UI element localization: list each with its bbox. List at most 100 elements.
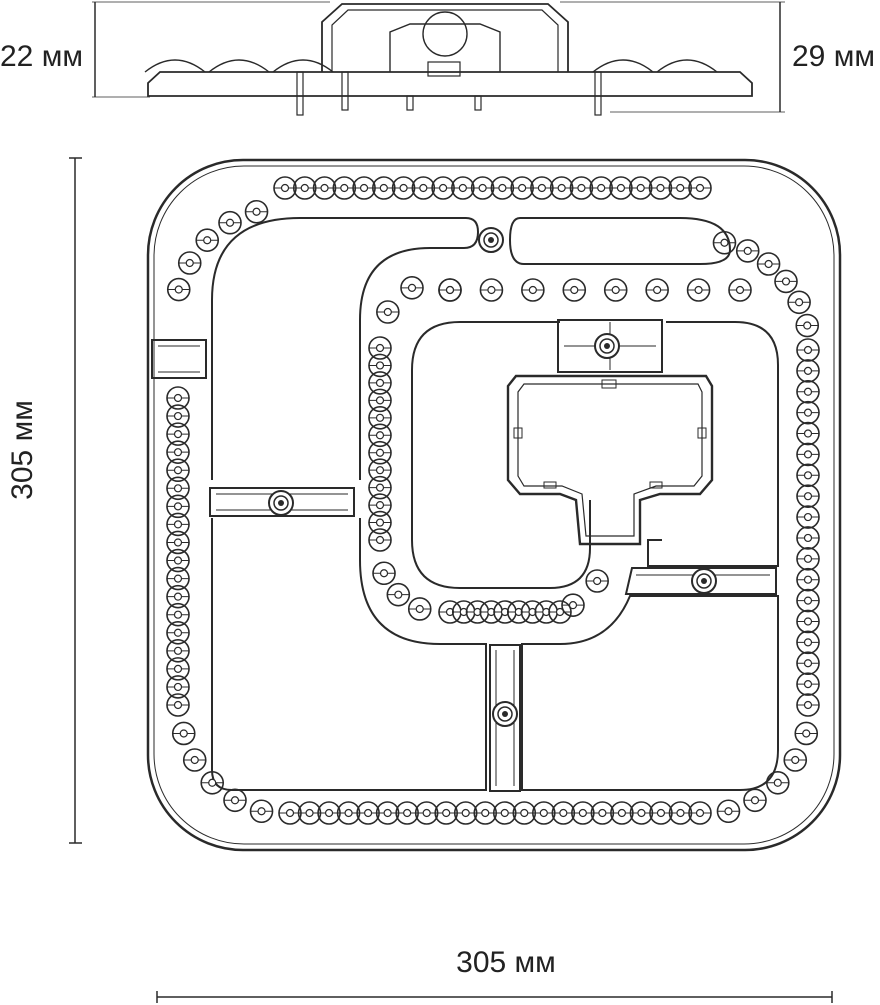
led-inner-left bbox=[368, 440, 392, 465]
led-outer-bottom bbox=[610, 801, 634, 825]
led-outer-corner bbox=[765, 770, 790, 795]
led-outer-top bbox=[668, 176, 693, 200]
side-lens bbox=[272, 59, 334, 73]
led-outer-top bbox=[609, 176, 633, 200]
side-pin bbox=[474, 95, 482, 111]
led-outer-right bbox=[796, 547, 820, 571]
led-outer-bottom bbox=[414, 801, 439, 825]
bridge-top bbox=[557, 319, 663, 373]
dim-label-29mm: 29 мм bbox=[792, 40, 875, 73]
led-outer-right bbox=[796, 421, 820, 446]
led-outer-corner bbox=[200, 770, 225, 795]
led-outer-right bbox=[796, 338, 820, 362]
led-outer-bottom bbox=[375, 801, 400, 825]
side-pins bbox=[296, 71, 602, 116]
led-outer-bottom bbox=[668, 801, 693, 825]
side-lenses bbox=[144, 59, 718, 73]
led-outer-right bbox=[796, 526, 820, 550]
side-lens bbox=[592, 59, 654, 73]
led-outer-corner bbox=[774, 269, 798, 294]
led-outer-left bbox=[166, 404, 190, 428]
led-outer-right bbox=[796, 484, 820, 508]
led-inner-top bbox=[686, 278, 711, 302]
led-outer-top bbox=[391, 176, 416, 200]
led-outer-corner bbox=[177, 251, 202, 275]
side-pin bbox=[594, 71, 602, 116]
led-outer-top bbox=[490, 176, 515, 200]
led-outer-right bbox=[796, 505, 820, 529]
led-outer-top bbox=[411, 176, 436, 200]
led-outer-left bbox=[166, 476, 190, 501]
driver-housing bbox=[506, 374, 714, 546]
led-outer-left bbox=[166, 602, 190, 627]
led-inner-left bbox=[368, 510, 392, 535]
led-outer-bottom bbox=[473, 801, 498, 825]
mount-screw bbox=[268, 490, 294, 516]
left-notch bbox=[151, 339, 207, 379]
top-view: 305 мм 305 мм bbox=[6, 157, 842, 1003]
dim-label-305mm-horizontal: 305 мм bbox=[456, 946, 556, 979]
led-outer-bottom bbox=[492, 801, 517, 825]
cutout-right bbox=[647, 321, 779, 567]
led-outer-bottom bbox=[297, 801, 322, 825]
led-outer-top bbox=[451, 176, 475, 200]
bridge-left bbox=[209, 487, 355, 517]
led-inner-left bbox=[368, 371, 392, 395]
led-outer-bottom bbox=[688, 801, 712, 825]
led-inner-left bbox=[368, 423, 392, 448]
led-outer-bottom bbox=[278, 801, 302, 825]
led-outer-right bbox=[796, 567, 820, 592]
led-outer-corner bbox=[783, 748, 808, 772]
led-outer-corner bbox=[787, 290, 811, 315]
led-outer-left bbox=[166, 386, 190, 410]
led-outer-bottom bbox=[590, 801, 615, 825]
led-outer-bottom bbox=[649, 801, 673, 825]
led-outer-left bbox=[166, 657, 190, 681]
led-outer-corner bbox=[218, 210, 242, 235]
led-inner-corner bbox=[585, 569, 609, 593]
led-outer-top bbox=[510, 176, 534, 200]
led-outer-right bbox=[796, 672, 820, 696]
mount-points bbox=[268, 227, 717, 727]
led-inner-corner bbox=[372, 561, 396, 586]
led-inner-top bbox=[521, 278, 545, 302]
led-outer-left bbox=[166, 512, 190, 537]
led-outer-left bbox=[166, 422, 190, 446]
led-inner-corner bbox=[386, 582, 411, 607]
led-inner-bottom bbox=[548, 600, 572, 624]
cutout-top-left bbox=[211, 217, 480, 480]
led-outer-top bbox=[569, 176, 594, 200]
led-outer-top bbox=[292, 176, 317, 200]
led-inner-corner bbox=[400, 276, 424, 300]
led-outer-left bbox=[166, 440, 190, 464]
side-lens bbox=[144, 59, 206, 73]
led-outer-right bbox=[796, 400, 820, 425]
led-outer-left bbox=[166, 620, 190, 645]
led-outer-corner bbox=[716, 799, 741, 824]
led-outer-bottom bbox=[434, 801, 458, 825]
side-pin bbox=[296, 71, 304, 116]
led-outer-corner bbox=[756, 252, 781, 276]
led-outer-corner bbox=[794, 721, 819, 746]
led-outer-corner bbox=[244, 199, 269, 224]
side-view: 22 мм 29 мм bbox=[0, 1, 875, 116]
led-outer-left bbox=[166, 584, 190, 609]
led-inner-left bbox=[368, 406, 392, 430]
led-inner-top bbox=[479, 278, 504, 302]
led-inner-left bbox=[368, 336, 392, 360]
led-outer-right bbox=[796, 651, 820, 676]
led-outer-left bbox=[166, 566, 190, 591]
cutout-top-right bbox=[508, 217, 732, 265]
side-pin bbox=[341, 71, 349, 111]
side-dome bbox=[422, 11, 468, 57]
dim-label-22mm: 22 мм bbox=[0, 40, 83, 73]
led-outer-bottom bbox=[317, 801, 341, 825]
led-inner-left bbox=[368, 388, 392, 413]
led-outer-top bbox=[273, 176, 297, 200]
led-inner-top bbox=[438, 278, 462, 302]
inner-led-ring bbox=[368, 276, 752, 624]
led-outer-left bbox=[166, 458, 190, 483]
led-outer-top bbox=[589, 176, 613, 200]
led-outer-corner bbox=[171, 721, 196, 746]
